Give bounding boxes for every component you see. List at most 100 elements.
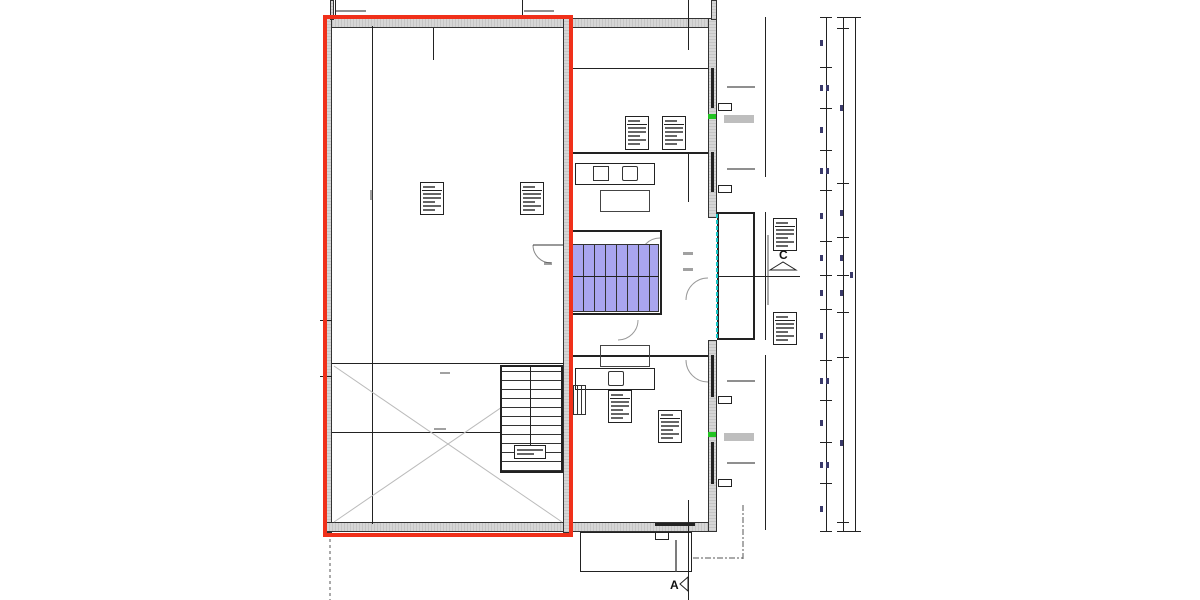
dim-label <box>826 462 829 468</box>
top-stub-mid <box>522 0 523 18</box>
dim-label <box>820 420 823 426</box>
dim-label <box>820 290 823 296</box>
wall-right-top-extension <box>711 0 717 20</box>
right-wing-vert-1 <box>688 152 689 202</box>
entrance-canopy <box>580 532 692 572</box>
right-wing-wall-3 <box>571 230 661 232</box>
glazing-balcony <box>716 214 718 338</box>
dim-tick <box>820 67 832 68</box>
bath-fixtures-lower <box>600 345 650 367</box>
dim-tick <box>837 357 849 358</box>
entrance-door <box>655 523 695 526</box>
annotation-hall-2 <box>683 268 693 271</box>
dim-label <box>826 85 829 91</box>
dim-tick <box>837 237 849 238</box>
balcony-dim-text <box>767 235 769 305</box>
dim-label <box>820 462 823 468</box>
dim-tick <box>837 28 849 29</box>
balcony-dim-line <box>765 212 766 340</box>
annotation-void-2 <box>434 428 446 430</box>
dim-tick <box>837 531 849 532</box>
stair-label-tag <box>514 445 546 459</box>
bath-fixtures-upper <box>600 190 650 212</box>
dim-tick <box>820 531 832 532</box>
ventilation-marker-upper <box>708 114 716 119</box>
window-tag-4 <box>718 479 732 487</box>
highlighted-left-wing <box>323 15 573 537</box>
dim-label <box>850 272 853 278</box>
interior-horizontal-lower <box>332 432 564 433</box>
dimension-chain-2 <box>843 17 844 532</box>
cooktop-lower <box>608 371 624 386</box>
top-annotation-mid <box>524 10 554 12</box>
interior-horizontal-mid <box>332 363 564 364</box>
annotation-vertical-leader <box>370 190 373 200</box>
section-line-a <box>688 500 689 600</box>
dim-label <box>820 255 823 261</box>
stair-left-wing-rail <box>530 365 531 453</box>
window-note-6 <box>727 462 755 464</box>
dim-label <box>840 440 843 446</box>
room-tag-balcony-lower <box>773 312 797 345</box>
wall-left-top-extension <box>330 0 334 20</box>
section-line-c <box>755 276 800 277</box>
kitchen-counter-upper <box>575 163 655 185</box>
label-leader-top <box>433 28 434 60</box>
dim-label <box>840 105 843 111</box>
dim-tick <box>820 309 832 310</box>
dimension-chain-window <box>765 17 766 177</box>
section-marker-a: A <box>670 578 679 592</box>
dimension-chain-1 <box>826 17 827 532</box>
dim-label <box>826 378 829 384</box>
annotation-hall-1 <box>683 252 693 255</box>
dim-label <box>820 213 823 219</box>
dim-tick <box>820 241 832 242</box>
dim-tick <box>820 17 832 18</box>
ventilation-marker-lower <box>708 432 716 437</box>
room-tag-left-wing-main <box>420 182 444 215</box>
window-tag-2 <box>718 185 732 193</box>
dim-tick <box>849 17 861 18</box>
dim-label <box>820 168 823 174</box>
dim-tick <box>820 275 832 276</box>
dim-tick <box>837 312 849 313</box>
entrance-step-leader <box>675 540 677 572</box>
kitchen-counter-lower <box>575 368 655 390</box>
right-wing-wall-4 <box>571 313 661 315</box>
right-wing-vert-2 <box>660 230 662 315</box>
window-right-3 <box>711 355 714 397</box>
window-tag-3 <box>718 396 732 404</box>
dim-label <box>826 168 829 174</box>
dim-label <box>820 333 823 339</box>
stair-core-divider <box>571 276 659 277</box>
grid-line-top-right <box>688 0 689 50</box>
window-right-1 <box>711 68 714 108</box>
balcony-divider <box>717 276 755 277</box>
dim-label <box>820 85 823 91</box>
dim-label <box>820 378 823 384</box>
room-tag-balcony-upper <box>773 218 797 251</box>
right-wing-wall-1 <box>571 68 708 69</box>
sink-upper <box>593 166 609 181</box>
dim-tick <box>820 190 832 191</box>
dim-tick <box>837 17 849 18</box>
dim-tick <box>820 442 832 443</box>
dim-label <box>820 506 823 512</box>
dim-label <box>840 210 843 216</box>
window-note-2 <box>724 115 754 123</box>
window-tag-1 <box>718 103 732 111</box>
cooktop-upper <box>622 166 638 181</box>
dim-tick <box>837 275 849 276</box>
window-right-2 <box>711 152 714 192</box>
room-tag-lower-living <box>658 410 682 443</box>
dim-label <box>820 40 823 46</box>
top-annotation-left <box>336 10 366 12</box>
dim-tick <box>849 531 861 532</box>
dim-tick <box>820 400 832 401</box>
annotation-void-1 <box>440 372 450 374</box>
dim-tick <box>820 483 832 484</box>
room-tag-upper-right-2 <box>662 116 686 150</box>
entrance-tag <box>655 532 669 540</box>
